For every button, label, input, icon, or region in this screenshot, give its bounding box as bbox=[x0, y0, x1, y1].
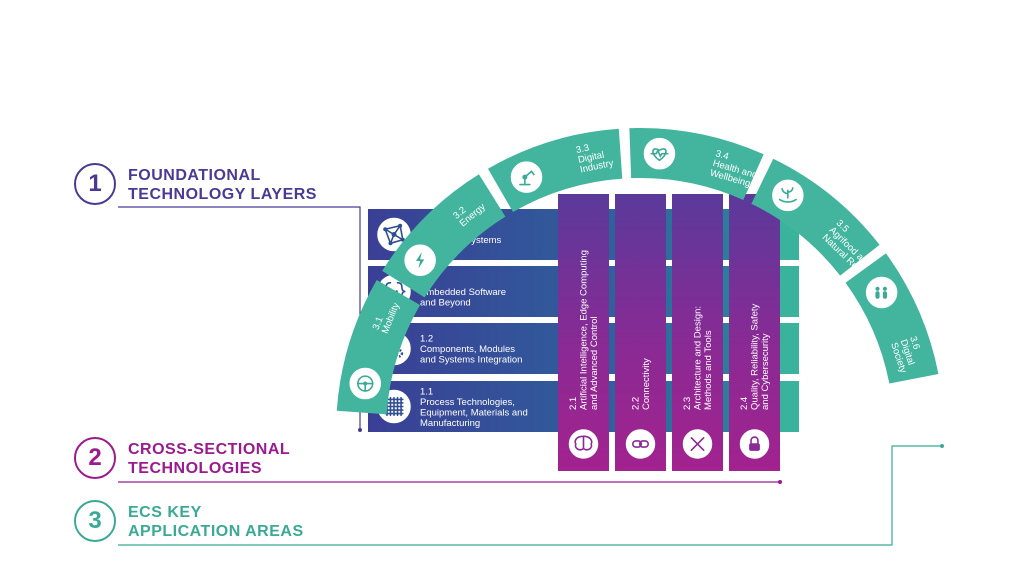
area-id: 3.4 bbox=[714, 148, 730, 162]
steering-wheel-icon bbox=[349, 367, 381, 400]
lightning-icon bbox=[404, 244, 436, 276]
cross-id: 2.1 bbox=[568, 397, 579, 410]
area-id: 3.6 bbox=[907, 335, 922, 351]
section-3-line1: ECS KEY bbox=[128, 504, 202, 521]
cross-label-line2: and Advanced Control bbox=[589, 317, 600, 410]
cross-label-line2: Methods and Tools bbox=[703, 330, 714, 410]
people-icon bbox=[865, 276, 898, 309]
application-arc: 3.1Mobility3.2Energy3.3DigitalIndustry3.… bbox=[336, 128, 939, 415]
section-3-line2: APPLICATION AREAS bbox=[128, 523, 304, 540]
cross-id: 2.3 bbox=[682, 397, 693, 410]
layer-label-line1: Components, Modules bbox=[420, 344, 515, 355]
robot-arm-icon bbox=[510, 161, 543, 193]
cross-label-line1: Connectivity bbox=[641, 358, 652, 410]
link-icon bbox=[625, 429, 656, 459]
network-icon bbox=[377, 217, 411, 252]
cross-id: 2.4 bbox=[739, 397, 750, 410]
section-3-label: ECS KEY APPLICATION AREAS bbox=[128, 503, 304, 541]
area-id: 3.1 bbox=[371, 315, 386, 331]
brain-icon bbox=[568, 429, 599, 459]
layer-label-line1: Process Technologies, bbox=[420, 397, 515, 408]
section-3-number: 3 bbox=[74, 500, 116, 542]
layer-id: 1.1 bbox=[420, 387, 433, 398]
area-id: 3.3 bbox=[575, 143, 590, 157]
layer-id: 1.2 bbox=[420, 334, 433, 345]
cross-id: 2.2 bbox=[630, 397, 641, 410]
layer-label-line3: Manufacturing bbox=[420, 418, 480, 429]
section-2-line2: TECHNOLOGIES bbox=[128, 460, 263, 477]
section-1-number: 1 bbox=[74, 163, 116, 205]
cross-column-bar bbox=[729, 194, 780, 471]
cross-label-line1: Quality, Reliability, Safety bbox=[750, 303, 761, 410]
section-2-line1: CROSS-SECTIONAL bbox=[128, 441, 291, 458]
tools-icon bbox=[682, 429, 713, 459]
section-1-line2: TECHNOLOGY LAYERS bbox=[128, 186, 317, 203]
padlock-icon bbox=[739, 429, 770, 459]
section-2-label: CROSS-SECTIONAL TECHNOLOGIES bbox=[128, 440, 290, 478]
cross-label-line1: Architecture and Design: bbox=[693, 306, 704, 410]
section-1-line1: FOUNDATIONAL bbox=[128, 167, 261, 184]
cross-column-bar bbox=[615, 194, 666, 471]
cross-label-line2: and Cybersecurity bbox=[760, 333, 771, 410]
cross-label-line1: Artificial Intelligence, Edge Computing bbox=[579, 250, 590, 410]
layer-label-line2: and Systems Integration bbox=[420, 355, 522, 366]
area-tile bbox=[845, 253, 939, 384]
section-1-label: FOUNDATIONAL TECHNOLOGY LAYERS bbox=[128, 166, 317, 204]
layer-label-line2: Equipment, Materials and bbox=[420, 408, 528, 419]
layer-label-line2: and Beyond bbox=[420, 298, 471, 309]
layer-label-line1: Embedded Software bbox=[420, 287, 506, 298]
section-2-number: 2 bbox=[74, 437, 116, 479]
plant-hand-icon bbox=[772, 179, 804, 212]
area-label-line1: Digital bbox=[577, 150, 605, 166]
cross-column-bar bbox=[672, 194, 723, 471]
heart-pulse-icon bbox=[643, 137, 676, 170]
cross-column-bar bbox=[558, 194, 609, 471]
